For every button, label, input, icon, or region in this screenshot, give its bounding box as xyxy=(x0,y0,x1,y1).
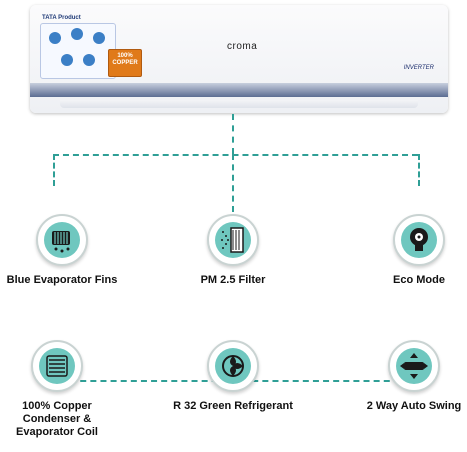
inverter-tag: INVERTER xyxy=(403,65,434,71)
feature-label: PM 2.5 Filter xyxy=(200,274,266,286)
connector-right-top xyxy=(418,154,420,186)
feature-copper-condenser: 100% Copper Condenser & Evaporator Coil xyxy=(0,340,118,439)
filter-icon xyxy=(221,227,244,253)
feature-icon-badge xyxy=(36,214,88,266)
feature-label: Blue Evaporator Fins xyxy=(6,274,118,286)
evaporator-fins-icon xyxy=(52,231,70,253)
feature-icon-badge xyxy=(31,340,83,392)
feature-pm25-filter: PM 2.5 Filter xyxy=(173,214,293,287)
air-conditioner-image: TATA Product 100% COPPER croma INVERTER xyxy=(30,5,448,113)
maker-tag: TATA Product xyxy=(42,15,81,21)
connector-mid-top xyxy=(232,154,234,212)
feature-label: R 32 Green Refrigerant xyxy=(173,400,293,412)
ac-vent xyxy=(60,100,418,108)
feature-icon-badge xyxy=(207,214,259,266)
feature-blue-evaporator-fins: Blue Evaporator Fins xyxy=(2,214,122,287)
connector-left-top xyxy=(53,154,55,186)
copper-badge: 100% COPPER xyxy=(108,49,142,77)
green-refrigerant-icon xyxy=(222,355,244,377)
feature-label: 2 Way Auto Swing xyxy=(366,400,462,412)
ac-stripe xyxy=(30,83,448,97)
connector-center-top xyxy=(232,114,234,154)
copper-coil-icon xyxy=(46,355,68,377)
feature-eco-mode: Eco Mode xyxy=(359,214,467,287)
feature-icon-badge xyxy=(388,340,440,392)
feature-label: 100% Copper Condenser & Evaporator Coil xyxy=(16,400,98,438)
feature-r32-refrigerant: R 32 Green Refrigerant xyxy=(173,340,293,413)
connector-top-bar xyxy=(53,154,418,156)
feature-label: Eco Mode xyxy=(393,274,445,286)
auto-swing-icon xyxy=(400,353,428,379)
info-panel xyxy=(40,23,116,79)
brand-logo: croma xyxy=(227,41,258,52)
feature-auto-swing: 2 Way Auto Swing xyxy=(354,340,467,413)
eco-bulb-icon xyxy=(410,228,428,251)
feature-icon-badge xyxy=(393,214,445,266)
feature-icon-badge xyxy=(207,340,259,392)
